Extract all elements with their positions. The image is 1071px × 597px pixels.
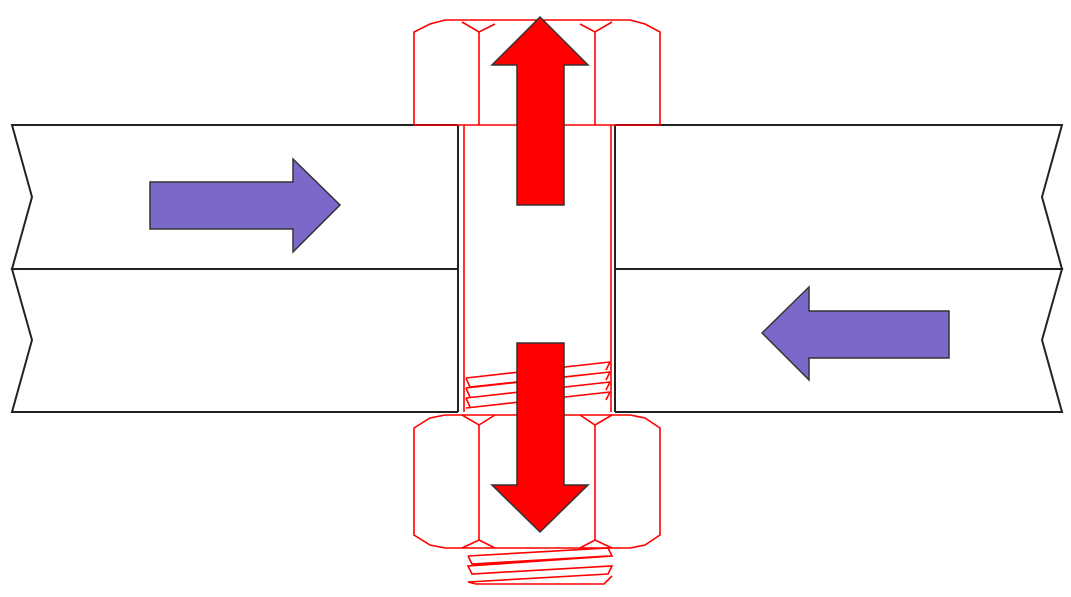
right-plates bbox=[614, 124, 1064, 413]
bolt-thread-lower bbox=[466, 547, 614, 585]
right-lower-plate bbox=[615, 268, 1064, 413]
arrow-down-icon bbox=[490, 342, 590, 534]
bolt bbox=[413, 19, 661, 585]
arrow-up-icon bbox=[490, 15, 590, 206]
arrow-right-icon bbox=[149, 157, 342, 254]
bolt-head bbox=[413, 19, 661, 126]
nut bbox=[413, 414, 661, 549]
arrow-left-icon bbox=[760, 285, 950, 382]
right-upper-plate bbox=[615, 124, 1064, 270]
left-plates bbox=[10, 124, 459, 413]
left-lower-plate bbox=[10, 268, 458, 413]
